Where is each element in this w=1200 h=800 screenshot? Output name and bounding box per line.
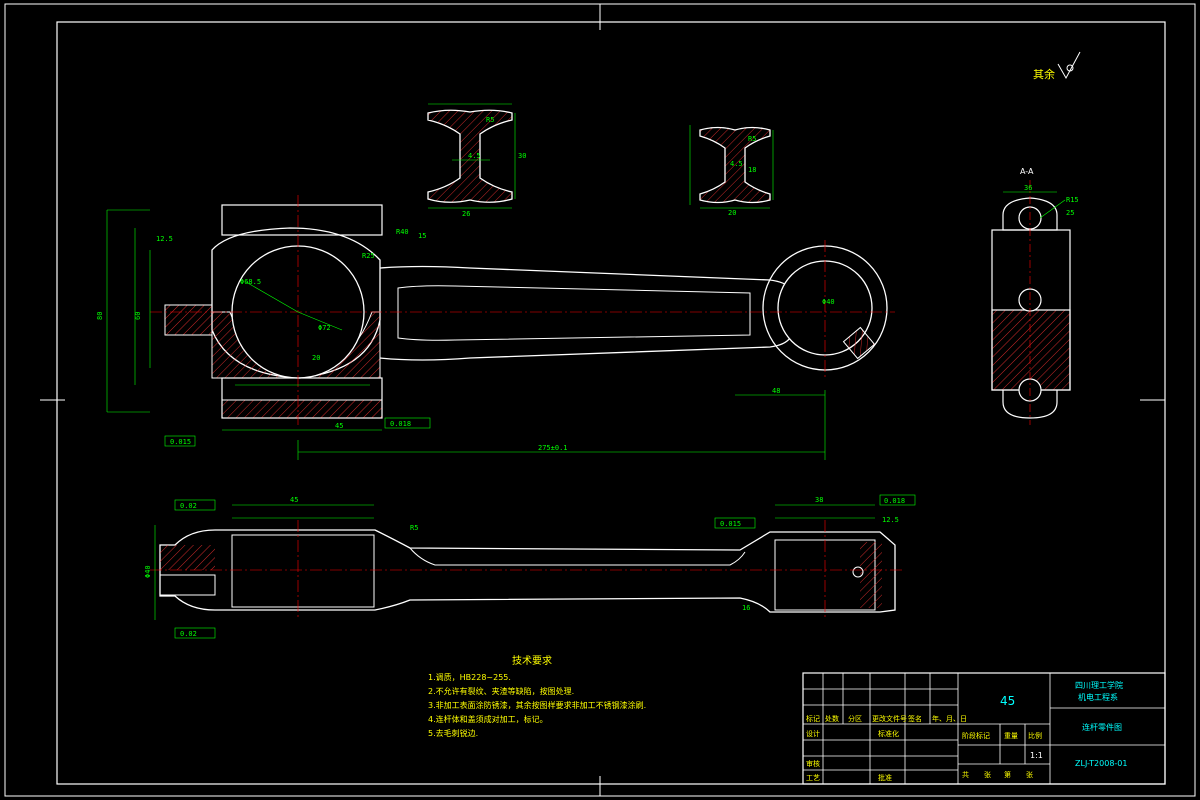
dim-18-b: 18 bbox=[748, 166, 756, 174]
tb-weight: 重量 bbox=[1004, 732, 1018, 740]
tb-sheet-of: 第 bbox=[1004, 770, 1011, 779]
front-view: 80 60 12.5 Φ68.5 Φ72 R40 15 R25 Φ40 275±… bbox=[96, 195, 895, 460]
dim-r40: R40 bbox=[396, 228, 409, 236]
requirement-5: 5.去毛刺锐边. bbox=[428, 728, 478, 738]
technical-requirements: 技术要求 1.调质，HB228~255. 2.不允许有裂纹、夹渣等缺陷，按图处理… bbox=[428, 654, 646, 738]
dim-26-a: 26 bbox=[462, 210, 470, 218]
tb-header-zone: 分区 bbox=[848, 714, 862, 723]
tol-lower-c: 0.015 bbox=[720, 520, 741, 528]
dim-r25: R25 bbox=[362, 252, 375, 260]
requirement-4: 4.连杆体和盖须成对加工，标记。 bbox=[428, 714, 548, 724]
inner-frame bbox=[56, 21, 1166, 785]
dim-r5-lower: R5 bbox=[410, 524, 418, 532]
dim-60: 60 bbox=[134, 312, 142, 320]
tb-drawing-no: ZLJ-T2008-01 bbox=[1075, 759, 1127, 768]
dim-38-lower: 38 bbox=[815, 496, 823, 504]
lower-view: 45 38 Φ40 12.5 R5 16 0.02 0.02 0.015 0.0… bbox=[144, 494, 916, 639]
tb-school-1: 四川理工学院 bbox=[1075, 680, 1123, 690]
dim-48: 48 bbox=[772, 387, 780, 395]
section-a-a: A-A 36 R15 25 bbox=[991, 167, 1079, 425]
tb-sheet-total: 共 bbox=[962, 770, 969, 779]
dim-center-distance: 275±0.1 bbox=[538, 444, 568, 452]
tb-school-2: 机电工程系 bbox=[1078, 692, 1118, 702]
dim-big-end-bore: Φ72 bbox=[318, 324, 331, 332]
section-view-1: R5 4.5 30 26 bbox=[427, 103, 526, 218]
tol-front-a: 0.015 bbox=[170, 438, 191, 446]
requirement-1: 1.调质，HB228~255. bbox=[428, 672, 511, 682]
tol-front-c: 0.018 bbox=[390, 420, 411, 428]
title-block bbox=[802, 672, 1166, 785]
surface-note: 其余 bbox=[1033, 67, 1055, 81]
outer-border bbox=[4, 3, 1196, 797]
dim-80: 80 bbox=[96, 312, 104, 320]
tb-material: 45 bbox=[1000, 694, 1015, 708]
tb-scale-label: 比例 bbox=[1028, 731, 1042, 740]
dim-16-lower: 16 bbox=[742, 604, 750, 612]
tb-header-mark: 标记 bbox=[806, 714, 820, 723]
dim-4-5-a: 4.5 bbox=[468, 152, 481, 160]
tb-header-date: 年、月、日 bbox=[932, 714, 967, 723]
tb-header-change-doc: 更改文件号 bbox=[872, 714, 907, 723]
dim-20-front: 20 bbox=[312, 354, 320, 362]
tol-lower-d: 0.018 bbox=[884, 497, 905, 505]
tb-scale: 1:1 bbox=[1030, 751, 1043, 760]
dim-12-5-lower: 12.5 bbox=[882, 516, 899, 524]
tb-process: 工艺 bbox=[806, 774, 820, 782]
surface-roughness-icon bbox=[1057, 51, 1081, 80]
dim-r5-a: R5 bbox=[486, 116, 494, 124]
dim-r5-b: R5 bbox=[748, 135, 756, 143]
dim-15: 15 bbox=[418, 232, 426, 240]
dim-4-5-b: 4.5 bbox=[730, 160, 743, 168]
requirement-2: 2.不允许有裂纹、夹渣等缺陷，按图处理. bbox=[428, 686, 574, 696]
dim-12-5: 12.5 bbox=[156, 235, 173, 243]
tb-design: 设计 bbox=[806, 729, 820, 738]
dim-30-a: 30 bbox=[518, 152, 526, 160]
tb-header-count: 处数 bbox=[825, 714, 839, 723]
dim-25-aa: 25 bbox=[1066, 209, 1074, 217]
tol-lower-a: 0.02 bbox=[180, 502, 197, 510]
section-view-2: R5 4.5 18 20 bbox=[689, 125, 774, 217]
section-a-a-label: A-A bbox=[1020, 167, 1034, 176]
tb-sheet-no: 张 bbox=[984, 770, 991, 779]
dim-36-aa: 36 bbox=[1024, 184, 1032, 192]
tb-standard: 标准化 bbox=[878, 729, 899, 738]
tb-review: 审核 bbox=[806, 759, 820, 768]
dim-20-b: 20 bbox=[728, 209, 736, 217]
tol-lower-b: 0.02 bbox=[180, 630, 197, 638]
tb-stage: 阶段标记 bbox=[962, 731, 990, 740]
requirements-title: 技术要求 bbox=[512, 654, 552, 667]
dim-small-end-bore: Φ40 bbox=[822, 298, 835, 306]
requirement-3: 3.非加工表面涂防锈漆，其余按图样要求非加工不锈钢漆涂刷. bbox=[428, 700, 646, 710]
dim-big-end-dia: Φ68.5 bbox=[240, 278, 261, 286]
dim-45: 45 bbox=[335, 422, 343, 430]
tb-approve: 批准 bbox=[878, 773, 892, 782]
tb-sheet-unit: 张 bbox=[1026, 770, 1033, 779]
tb-part-name: 连杆零件图 bbox=[1082, 722, 1122, 732]
dim-45-lower: 45 bbox=[290, 496, 298, 504]
dim-40-lower: Φ40 bbox=[144, 565, 152, 578]
dim-r15-aa: R15 bbox=[1066, 196, 1079, 204]
tb-header-sign: 签名 bbox=[908, 714, 922, 723]
